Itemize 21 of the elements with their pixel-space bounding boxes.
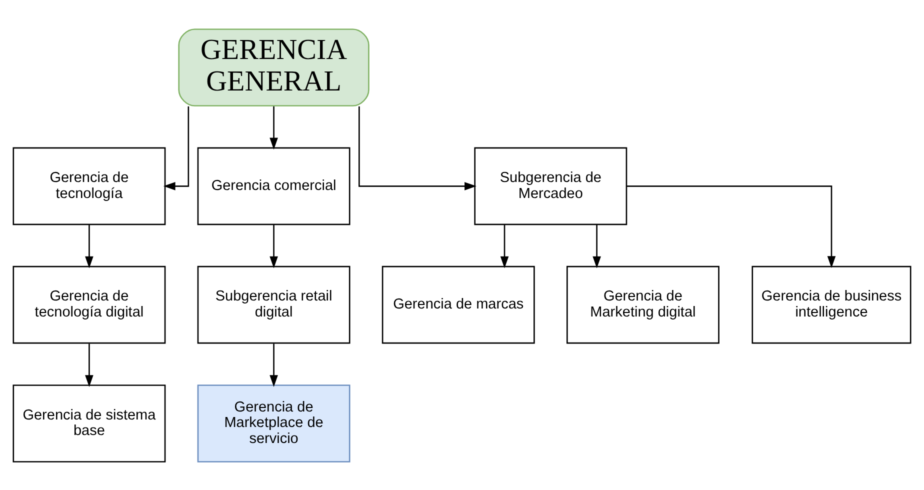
node-box: GERENCIA GENERAL [178, 28, 370, 106]
node-box: Gerencia de Marketplace de servicio [197, 384, 350, 462]
node-box: Subgerencia de Mercadeo [474, 146, 628, 225]
node-box: Gerencia de marcas [382, 265, 535, 344]
arrow [270, 343, 278, 386]
arrow [358, 106, 476, 190]
arrow [85, 224, 94, 268]
node-box: Gerencia comercial [197, 146, 350, 225]
node-box: Gerencia de Marketing digital [566, 265, 720, 344]
arrow [270, 106, 278, 150]
node-box: Gerencia de business intelligence [752, 265, 912, 344]
node-box: Gerencia de tecnología [12, 146, 166, 225]
node-box: Gerencia de tecnología digital [12, 265, 166, 344]
arrow [592, 224, 601, 268]
arrow [626, 185, 836, 268]
node-box: Subgerencia retail digital [197, 265, 350, 344]
arrow [270, 224, 278, 268]
arrow [500, 224, 509, 268]
arrow [163, 106, 190, 190]
arrow [85, 343, 94, 386]
node-box: Gerencia de sistema base [12, 384, 166, 462]
